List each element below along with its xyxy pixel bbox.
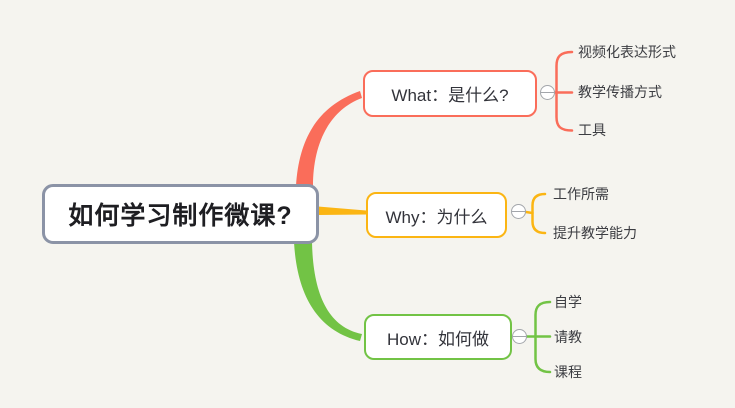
bracket-what xyxy=(553,50,574,132)
bracket-how xyxy=(525,300,552,374)
bracket-why-spine xyxy=(531,192,547,235)
collapse-toggle-how[interactable] xyxy=(512,329,527,344)
bracket-why xyxy=(524,192,547,235)
connector-how-curve xyxy=(294,242,362,341)
collapse-toggle-what[interactable] xyxy=(540,85,555,100)
collapse-toggle-why[interactable] xyxy=(511,204,526,219)
bracket-what-spine xyxy=(555,50,574,132)
subtopic-why-1[interactable]: 提升教学能力 xyxy=(553,225,637,241)
collapse-minus-icon xyxy=(513,335,526,338)
branch-topic-what[interactable]: What：是什么? xyxy=(363,70,537,117)
subtopic-what-0[interactable]: 视频化表达形式 xyxy=(578,44,676,60)
branch-topic-how[interactable]: How：如何做 xyxy=(364,314,512,360)
branch-topic-why[interactable]: Why：为什么 xyxy=(366,192,507,238)
collapse-minus-icon xyxy=(512,210,525,213)
subtopic-how-1[interactable]: 请教 xyxy=(554,329,582,345)
bracket-how-spine xyxy=(534,300,552,374)
connector-why-wedge xyxy=(318,206,366,215)
connector-what-curve xyxy=(296,91,362,186)
subtopic-what-1[interactable]: 教学传播方式 xyxy=(578,84,662,100)
root-topic[interactable]: 如何学习制作微课? xyxy=(42,184,319,244)
collapse-minus-icon xyxy=(541,91,554,94)
subtopic-how-2[interactable]: 课程 xyxy=(554,364,582,380)
subtopic-what-2[interactable]: 工具 xyxy=(578,122,606,138)
subtopic-how-0[interactable]: 自学 xyxy=(554,294,582,310)
subtopic-why-0[interactable]: 工作所需 xyxy=(553,186,609,202)
